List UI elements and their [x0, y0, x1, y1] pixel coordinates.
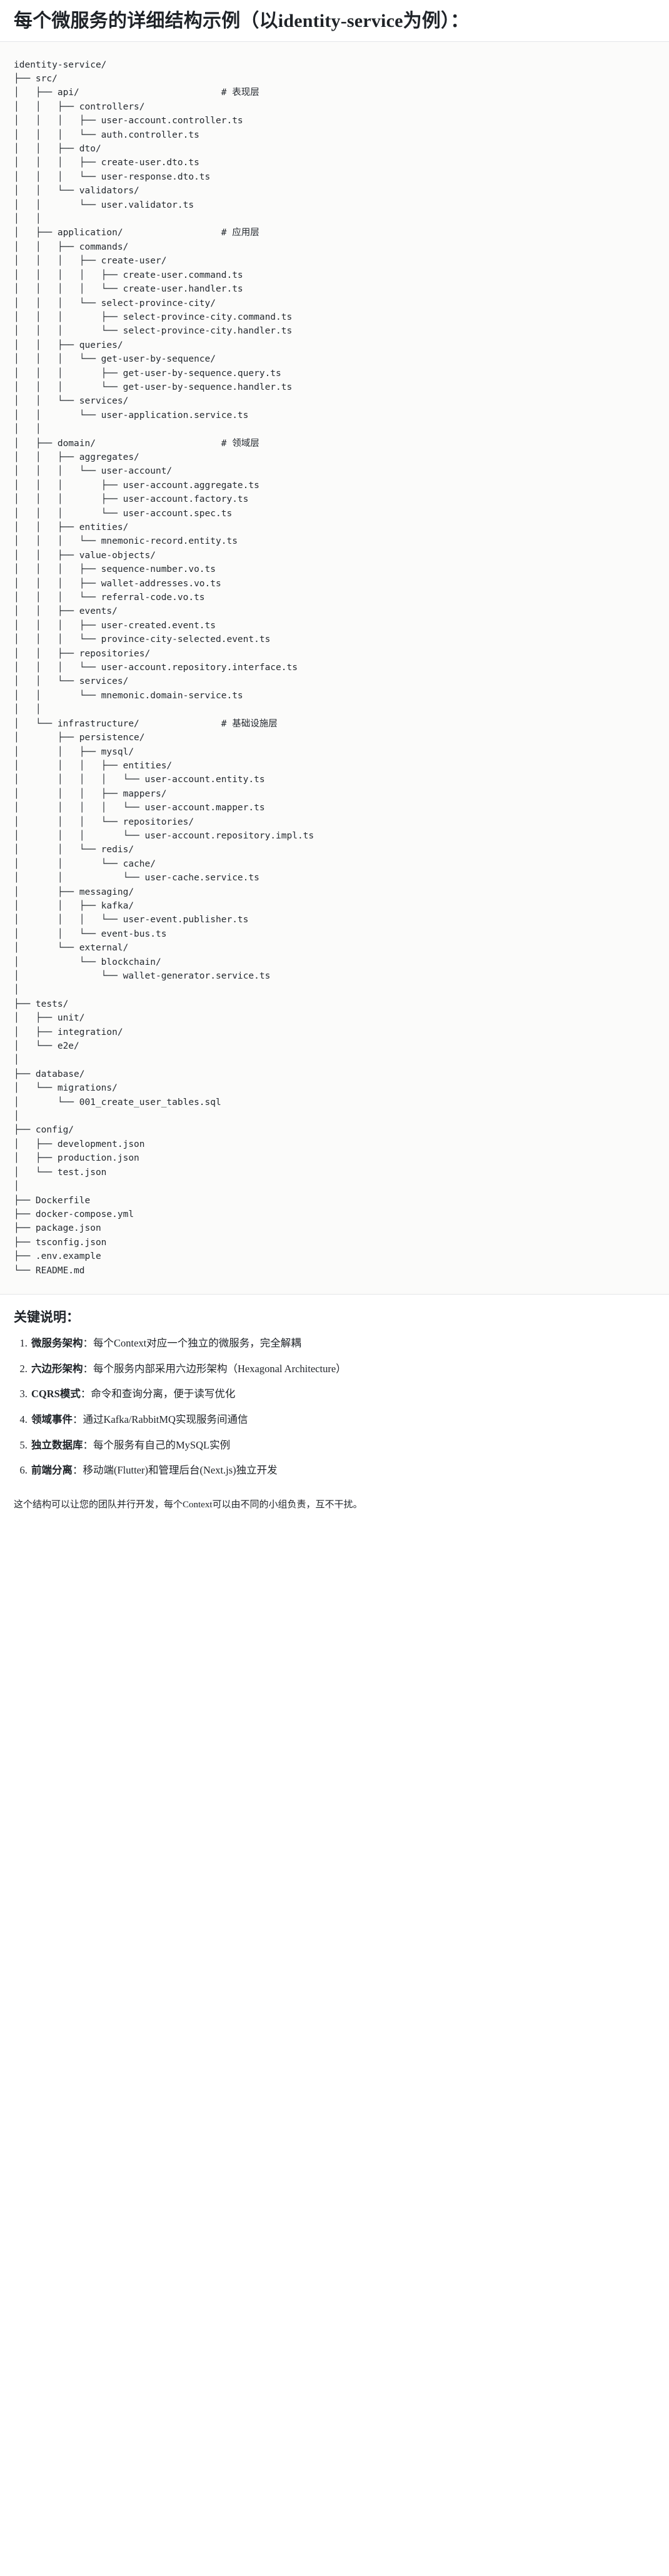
key-note-text: ：每个服务有自己的MySQL实例 — [83, 1438, 231, 1451]
directory-tree: identity-service/ ├── src/ │ ├── api/ # … — [14, 59, 314, 1276]
key-note-text: ：通过Kafka/RabbitMQ实现服务间通信 — [73, 1413, 248, 1426]
key-note-item: CQRS模式：命令和查询分离，便于读写优化 — [30, 1386, 655, 1402]
key-notes-list: 微服务架构：每个Context对应一个独立的微服务，完全解耦六边形架构：每个服务… — [14, 1335, 655, 1478]
document-page: 每个微服务的详细结构示例（以identity-service为例）： ident… — [0, 0, 669, 1526]
key-note-item: 独立数据库：每个服务有自己的MySQL实例 — [30, 1437, 655, 1453]
key-note-term: 六边形架构 — [31, 1362, 83, 1375]
key-note-term: 独立数据库 — [31, 1438, 83, 1451]
key-note-item: 前端分离：移动端(Flutter)和管理后台(Next.js)独立开发 — [30, 1462, 655, 1479]
key-note-text: ：每个Context对应一个独立的微服务，完全解耦 — [83, 1337, 301, 1350]
page-title: 每个微服务的详细结构示例（以identity-service为例）： — [14, 11, 470, 31]
key-notes-section: 关键说明： 微服务架构：每个Context对应一个独立的微服务，完全解耦六边形架… — [0, 1295, 669, 1487]
key-note-text: ：移动端(Flutter)和管理后台(Next.js)独立开发 — [73, 1464, 278, 1477]
key-note-text: ：命令和查询分离，便于读写优化 — [80, 1388, 236, 1400]
key-note-item: 六边形架构：每个服务内部采用六边形架构（Hexagonal Architectu… — [30, 1361, 655, 1377]
divider-top — [0, 41, 669, 42]
key-note-term: CQRS模式 — [31, 1388, 81, 1400]
key-note-text: ：每个服务内部采用六边形架构（Hexagonal Architecture） — [83, 1362, 346, 1375]
key-note-item: 领域事件：通过Kafka/RabbitMQ实现服务间通信 — [30, 1412, 655, 1428]
key-note-term: 领域事件 — [31, 1413, 73, 1426]
key-notes-title: 关键说明： — [14, 1309, 79, 1325]
closing-paragraph: 这个结构可以让您的团队并行开发，每个Context可以由不同的小组负责，互不干扰… — [14, 1499, 363, 1510]
key-note-term: 前端分离 — [31, 1464, 73, 1477]
directory-tree-block: identity-service/ ├── src/ │ ├── api/ # … — [0, 41, 669, 1294]
divider-bottom — [0, 1293, 669, 1295]
key-note-term: 微服务架构 — [31, 1337, 83, 1350]
key-note-item: 微服务架构：每个Context对应一个独立的微服务，完全解耦 — [30, 1335, 655, 1352]
